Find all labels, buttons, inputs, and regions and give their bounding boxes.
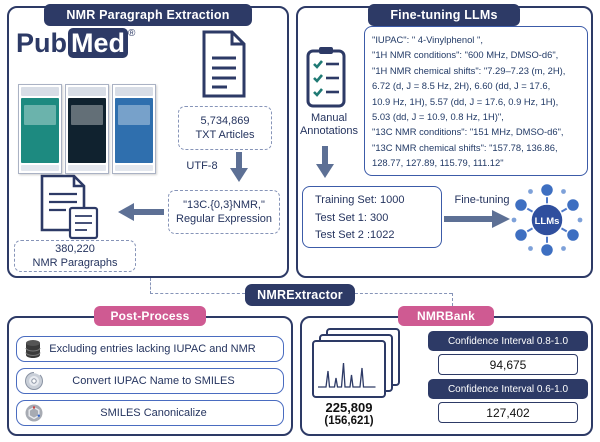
panel-title-post-process: Post-Process [94, 306, 206, 326]
training-set-line: Test Set 2 :1022 [315, 229, 395, 241]
utf8-label: UTF-8 [186, 160, 218, 172]
training-set-line: Training Set: 1000 [315, 194, 405, 206]
nmr-paragraphs-label: NMR Paragraphs [32, 257, 118, 269]
confidence-interval-1-value: 94,675 [438, 354, 578, 375]
manual-annotation-checklist-icon [306, 47, 346, 108]
nmr-paragraph-document-icon [40, 174, 99, 240]
journal-cover-2 [65, 84, 109, 174]
annotation-line: 6.72 (d, J = 8.5 Hz, 2H), 6.60 (dd, J = … [372, 80, 551, 92]
nmrextractor-badge: NMRExtractor [245, 284, 355, 306]
training-sets-box: Training Set: 1000 Test Set 1: 300 Test … [302, 186, 442, 248]
txt-articles-label: TXT Articles [195, 129, 255, 141]
nmrbank-total-count: 225,809 [325, 400, 373, 415]
arrow-right-finetuning-icon [444, 210, 510, 228]
txt-articles-count-box: 5,734,869 TXT Articles [178, 106, 272, 150]
connector-extraction-to-extractor [150, 278, 151, 294]
regex-label: Regular Expression [176, 213, 272, 225]
nmr-paragraphs-count: 380,220 [55, 243, 95, 255]
confidence-interval-2-label: Confidence Interval 0.6-1.0 [428, 379, 588, 399]
connector-right [355, 293, 452, 294]
journal-cover-1 [18, 84, 62, 174]
arrow-down-annotations-icon [316, 146, 334, 178]
postprocess-step-2: Convert IUPAC Name to SMILES [16, 368, 284, 394]
regex-pattern: "13C.{0,3}NMR," [183, 199, 265, 211]
annotation-line: "1H NMR conditions": "600 MHz, DMSO-d6", [372, 49, 559, 61]
arrow-left-icon [118, 203, 164, 221]
training-set-line: Test Set 1: 300 [315, 211, 389, 224]
annotation-line: 5.03 (dd, J = 10.9, 0.8 Hz, 1H)", [372, 111, 504, 123]
journal-cover-image [115, 98, 153, 163]
nmr-paragraphs-count-box: 380,220 NMR Paragraphs [14, 240, 136, 272]
postprocess-step-3: SMILES Canonicalize [16, 400, 284, 426]
panel-title-finetuning: Fine-tuning LLMs [368, 4, 520, 26]
rdkit-icon [25, 404, 43, 422]
confidence-interval-1-label: Confidence Interval 0.8-1.0 [428, 331, 588, 351]
panel-title-extraction: NMR Paragraph Extraction [44, 4, 252, 26]
annotation-line: 10.9 Hz, 1H), 5.57 (dd, J = 17.6, 0.9 Hz… [372, 95, 559, 107]
annotation-example-box: "IUPAC": " 4-Vinylphenol ", "1H NMR cond… [364, 26, 588, 176]
journal-cover-caption-bar [21, 165, 59, 171]
annotation-line: 128.77, 127.89, 115.79, 111.12" [372, 157, 504, 169]
annotation-line: "13C NMR chemical shifts": "157.78, 136.… [372, 141, 558, 153]
nmrbank-unique-count: (156,621) [324, 415, 374, 427]
confidence-interval-2-value: 127,402 [438, 402, 578, 423]
journal-cover-image [21, 98, 59, 163]
journal-cover-title-bar [115, 87, 153, 96]
journal-cover-title-bar [68, 87, 106, 96]
annotation-line: "IUPAC": " 4-Vinylphenol ", [372, 34, 483, 45]
llms-network-icon: LLMs [511, 182, 583, 258]
postprocess-step-label: SMILES Canonicalize [100, 407, 207, 419]
journal-cover-title-bar [21, 87, 59, 96]
manual-annotations-label: Manual Annotations [299, 112, 359, 137]
annotation-line: "1H NMR chemical shifts": "7.29–7.23 (m,… [372, 64, 566, 76]
postprocess-step-label: Convert IUPAC Name to SMILES [72, 375, 235, 387]
journal-cover-image [68, 98, 106, 163]
connector-left [150, 293, 245, 294]
txt-document-icon [202, 30, 246, 98]
postprocess-step-label: Excluding entries lacking IUPAC and NMR [49, 343, 256, 355]
journal-cover-caption-bar [68, 165, 106, 171]
cd-icon [25, 371, 43, 390]
regex-box: "13C.{0,3}NMR," Regular Expression [168, 190, 280, 234]
journal-cover-caption-bar [115, 165, 153, 171]
registered-mark: ® [128, 28, 136, 39]
arrow-down-utf8-icon [230, 152, 248, 182]
pubmed-logo-pub: Pub [16, 28, 67, 58]
finetuning-label: Fine-tuning [454, 194, 510, 206]
llms-label: LLMs [535, 216, 560, 227]
postprocess-step-1: Excluding entries lacking IUPAC and NMR [16, 336, 284, 362]
journal-cover-3 [112, 84, 156, 174]
txt-articles-count: 5,734,869 [200, 115, 250, 127]
annotation-line: "13C NMR conditions": "151 MHz, DMSO-d6"… [372, 126, 564, 138]
connector-extractor-to-nmrbank [452, 293, 453, 316]
pubmed-logo-med: Med [68, 28, 128, 58]
database-icon [25, 340, 41, 358]
spectrum-page-front [312, 340, 386, 398]
panel-title-nmrbank: NMRBank [398, 306, 494, 326]
